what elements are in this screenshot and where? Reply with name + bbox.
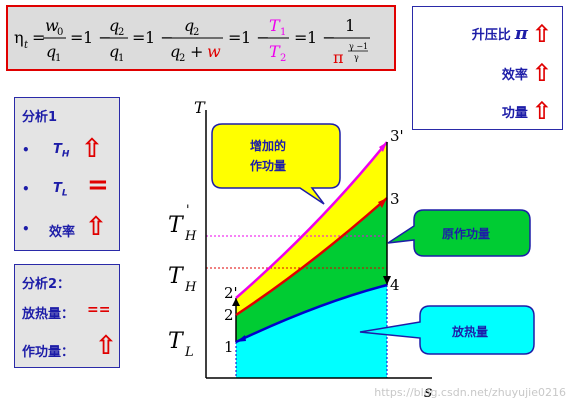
svg-text:=: = [132,28,145,47]
svg-text:q: q [109,42,119,61]
svg-text:1 −: 1 − [307,28,336,47]
up-arrow-icon: ⇧ [81,134,103,164]
heat-addition-path-original [235,197,388,317]
tl-label: TL [53,181,68,199]
svg-text:q: q [184,16,194,35]
s-axis-label: s [424,382,432,401]
svg-text:1 −: 1 − [83,28,112,47]
th-label: TH [53,142,70,160]
svg-text:q: q [170,42,180,61]
svg-text:1 −: 1 − [145,28,174,47]
up-arrow-icon: ⇧ [531,97,552,125]
point-2-prime: 2' [224,284,238,302]
callout-heat-text: 放热量 [451,324,488,339]
analysis-1-box: 分析1 • TH ⇧ • TL = • 效率 ⇧ [14,97,120,251]
svg-text:q: q [109,16,119,35]
svg-text:γ −1: γ −1 [349,42,368,51]
original-work-area [236,198,387,342]
up-arrow-icon: ⇧ [531,19,552,48]
summary-row-work: 功量 ⇧ [501,97,552,125]
svg-text:t: t [24,40,29,51]
svg-text:T: T [269,16,281,35]
svg-text:L: L [184,345,194,360]
svg-text:1: 1 [118,53,124,64]
efficiency-formula: η t = w 0 q 1 = 1 − q 2 q 1 = 1 − q 2 q … [6,5,396,71]
callout-added-line1: 增加的 [250,138,286,153]
svg-text:1: 1 [280,27,286,38]
th-label: T [168,264,185,289]
svg-text:H: H [184,280,197,295]
formula-svg: η t = w 0 q 1 = 1 − q 2 q 1 = 1 − q 2 q … [14,16,370,67]
heat-rejection-path [235,283,388,344]
heat-rejected-area [236,285,387,378]
equal-sign: = [87,170,109,200]
svg-text:0: 0 [57,27,63,38]
svg-text:': ' [186,203,190,218]
svg-text:γ: γ [354,53,359,62]
svg-text:π: π [333,48,344,67]
point-3-prime: 3' [390,127,404,145]
up-arrow-icon: ⇧ [531,59,552,87]
svg-text:=: = [32,28,45,47]
pi-symbol: π [514,23,528,44]
svg-text:=: = [228,28,241,47]
summary-row-efficiency: 效率 ⇧ [501,59,552,87]
svg-text:w: w [207,42,221,61]
eta-symbol: η [14,28,24,47]
svg-text:1: 1 [345,16,355,35]
callout-added-line2: 作功量 [250,158,286,173]
point-2: 2 [224,306,234,324]
th-prime-label: T [168,213,185,238]
svg-text:1 −: 1 − [241,28,270,47]
svg-text:2: 2 [280,53,286,64]
svg-text:H: H [184,229,197,244]
svg-text:w: w [45,16,59,35]
callout-heat-rejected: 放热量 [359,305,535,355]
svg-text:2: 2 [193,27,199,38]
analysis-2-title: 分析2： [22,277,71,292]
svg-text:2: 2 [118,27,124,38]
callout-original-work: 原作功量 [387,209,531,257]
callout-original-text: 原作功量 [442,226,490,241]
t-axis-label: T [194,98,206,117]
summary-row-pressure-ratio: 升压比 π ⇧ [471,19,552,48]
equal-sign: == [87,302,111,318]
svg-text:q: q [46,42,56,61]
tl-label: T [168,329,185,354]
svg-text:=: = [70,28,83,47]
point-4: 4 [390,276,400,294]
svg-text:2: 2 [179,53,185,64]
up-arrow-icon: ⇧ [95,331,117,361]
svg-text:=: = [294,28,307,47]
callout-added-work: 增加的 作功量 [211,123,341,205]
watermark: https://blog.csdn.net/zhuyujie0216 [374,386,566,399]
analysis-2-box: 分析2： 放热量： == 作功量： ⇧ [14,264,120,368]
svg-text:1: 1 [55,53,61,64]
heat-addition-path-new [235,141,388,299]
svg-text:T: T [269,42,281,61]
point-1: 1 [224,338,234,356]
analysis-1-title: 分析1 [22,110,58,125]
svg-text:+: + [190,42,203,61]
up-arrow-icon: ⇧ [85,212,107,242]
point-3: 3 [390,190,400,208]
summary-box: 升压比 π ⇧ 效率 ⇧ 功量 ⇧ [412,6,563,130]
